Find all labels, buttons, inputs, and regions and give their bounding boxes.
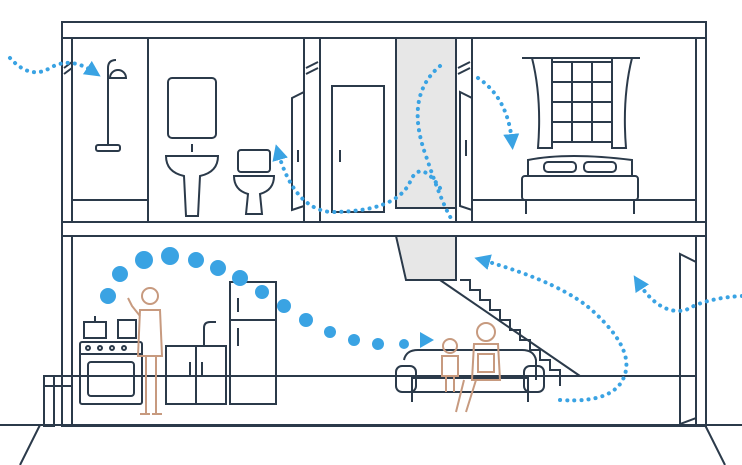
airflow-lower <box>100 247 434 350</box>
pipe <box>44 376 72 426</box>
staircase-icon <box>440 280 580 386</box>
shower-icon <box>96 60 126 151</box>
people-on-sofa <box>442 323 500 412</box>
stove-icon <box>80 316 142 404</box>
sink-cabinet-icon <box>166 322 226 404</box>
house-structure <box>0 22 742 465</box>
toilet-icon <box>234 150 274 214</box>
bed-icon <box>522 156 638 214</box>
window-icon <box>522 58 640 148</box>
fridge-icon <box>230 282 276 404</box>
sink-icon <box>166 144 218 216</box>
mirror-icon <box>168 78 216 138</box>
side-door <box>680 254 696 424</box>
